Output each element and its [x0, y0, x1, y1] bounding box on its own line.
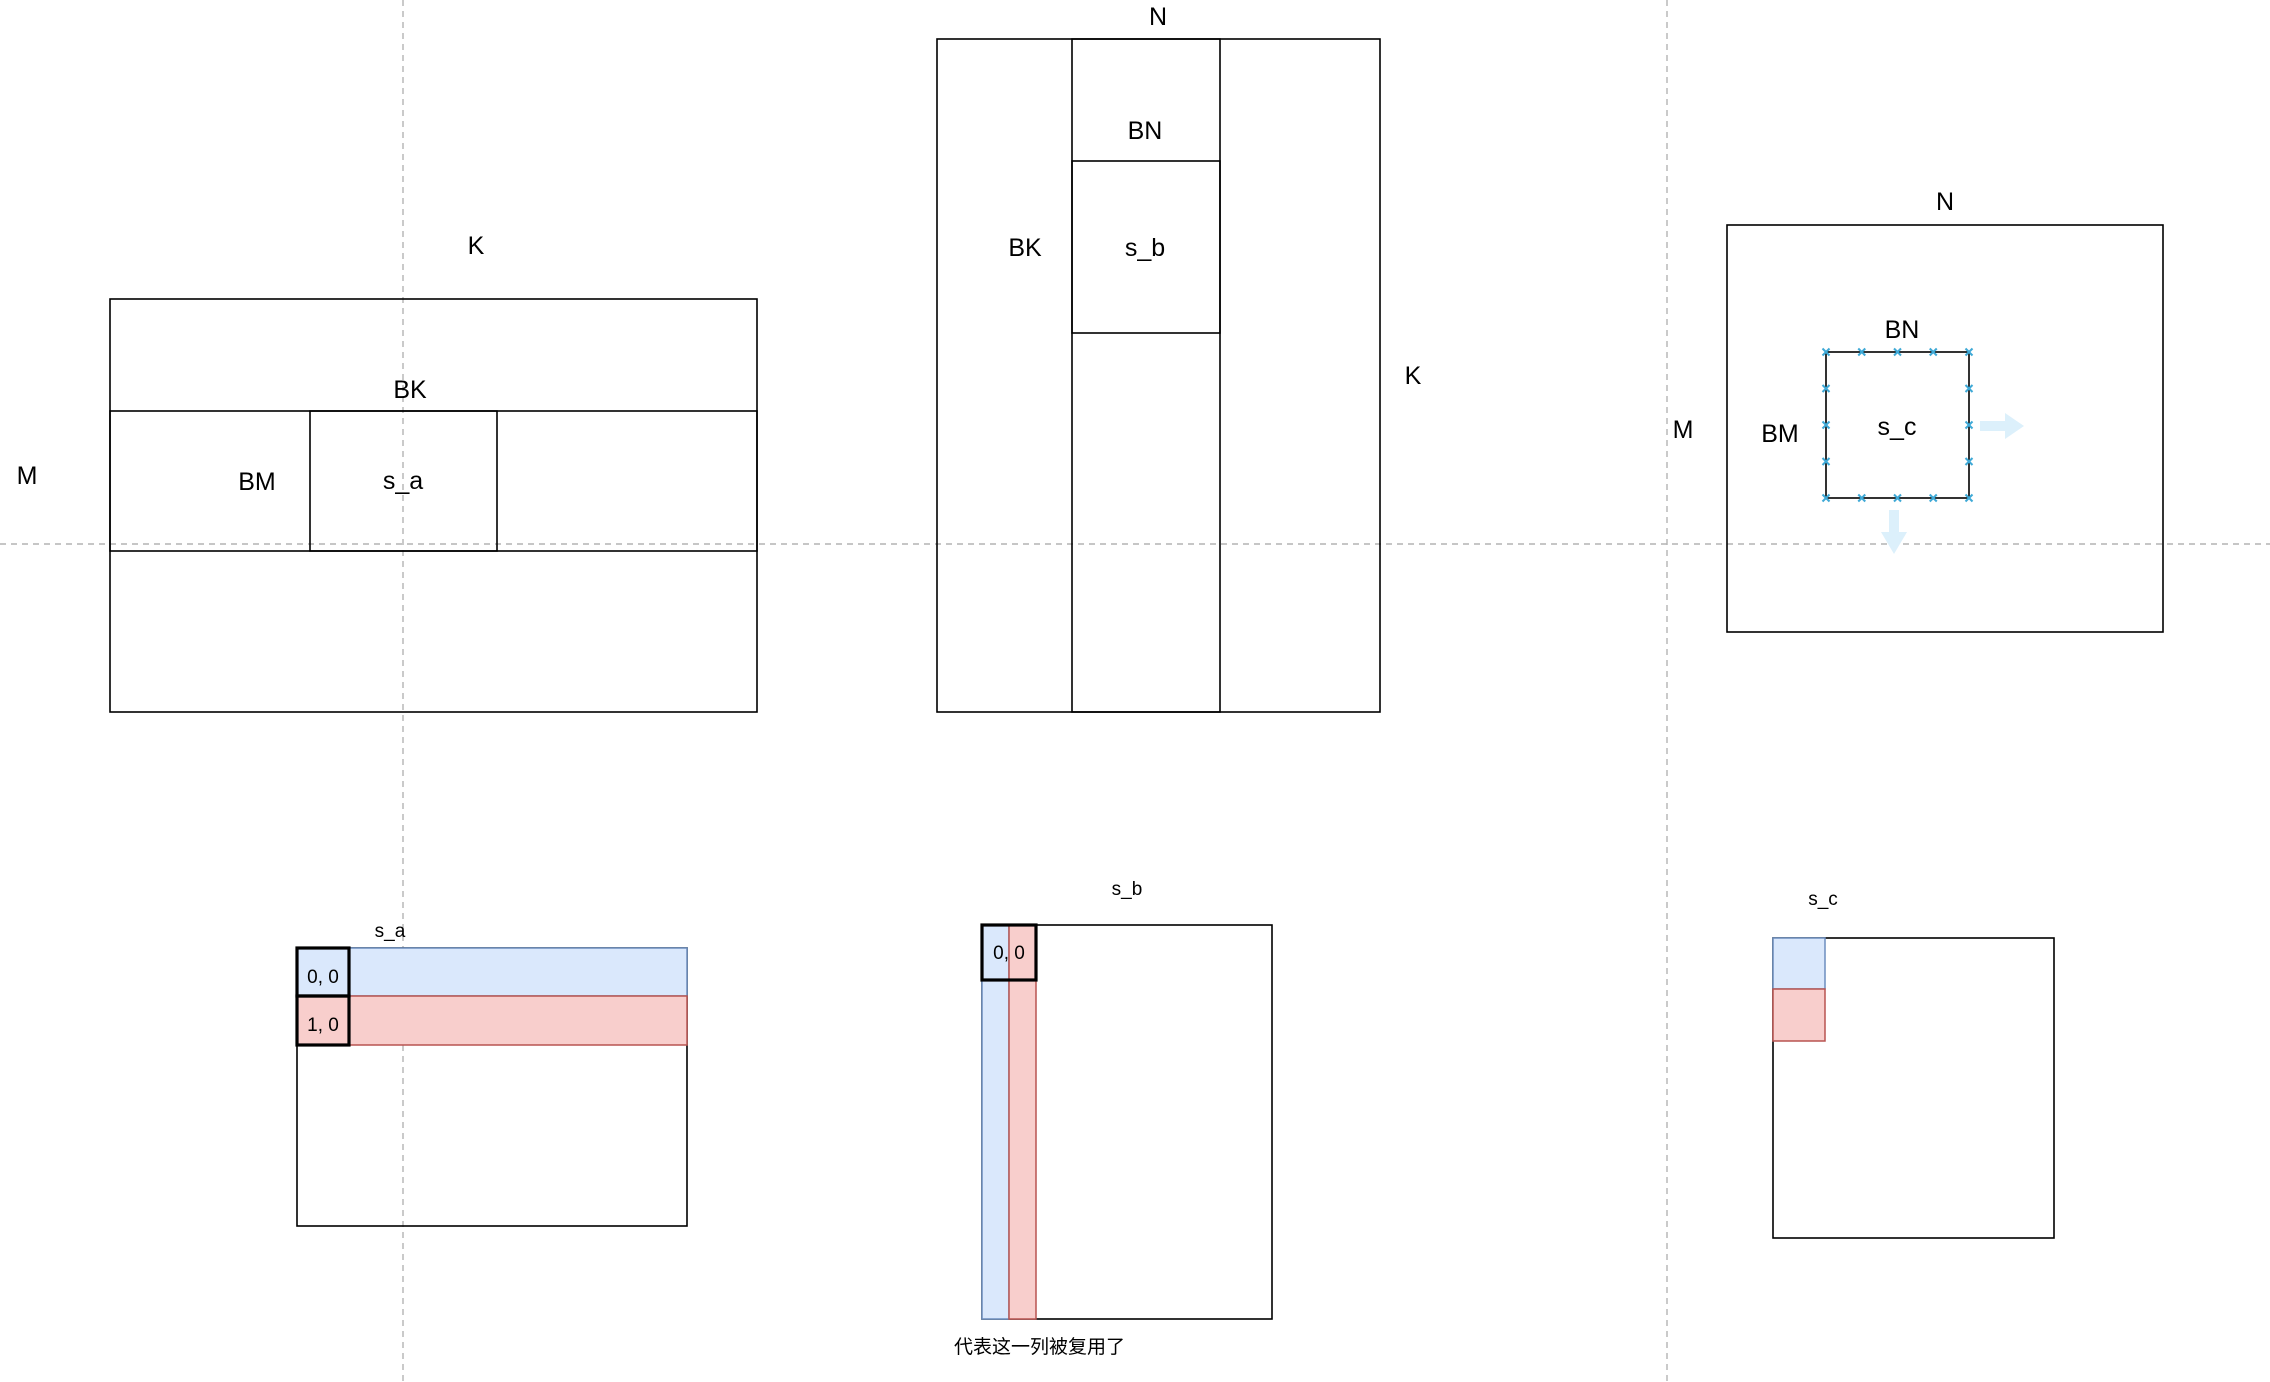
smem-a: s_a 0, 0 1, 0 [295, 921, 688, 1227]
smem-a-cell-0-0-label: 0, 0 [307, 967, 339, 988]
connection-marker-icon [1964, 420, 1974, 430]
connection-marker-icon [1821, 347, 1831, 357]
matrix-a-label-bm: BM [238, 468, 276, 496]
matrix-c-label-bn: BN [1885, 316, 1920, 344]
matrix-c-dim-n: N [1936, 188, 1954, 216]
connection-marker-icon [1821, 457, 1831, 466]
smem-a-cell-1-0 [295, 994, 351, 1047]
connection-marker-icon [1929, 493, 1938, 503]
tile-connection-markers [1821, 347, 1974, 503]
smem-c-cell-1 [1772, 988, 1826, 1042]
connection-marker-icon [1893, 347, 1902, 357]
matrix-b-col-strip [1071, 38, 1221, 713]
matrix-c: N M BN BM s_c [1673, 188, 2164, 633]
connection-marker-icon [1893, 493, 1902, 503]
matrix-a-label-bk: BK [393, 376, 427, 404]
smem-b-cell-label: 0, 0 [993, 943, 1025, 964]
matrix-b: N K BN BK s_b [936, 3, 1422, 713]
matrix-a-outline [109, 298, 758, 713]
arrow-down-icon [1881, 510, 1907, 554]
smem-a-cell-1-0-label: 1, 0 [307, 1015, 339, 1036]
smem-b-col-0 [981, 924, 1010, 1320]
matrix-b-label-bk: BK [1008, 234, 1042, 262]
matrix-b-tile-label: s_b [1125, 234, 1165, 262]
connection-marker-icon [1929, 347, 1938, 357]
matrix-a-tile [309, 410, 498, 552]
connection-marker-icon [1821, 384, 1831, 393]
matrix-a: K M BK BM s_a [17, 232, 758, 713]
smem-b: s_b 0, 0 代表这一列被复用了 [954, 879, 1273, 1358]
matrix-b-tile [1071, 160, 1221, 334]
matrix-b-dim-k: K [1405, 362, 1422, 390]
matrix-a-dim-k: K [468, 232, 485, 260]
smem-b-col-1 [1008, 924, 1037, 1320]
matrix-a-tile-label: s_a [383, 467, 423, 495]
smem-c-outline [1772, 937, 2055, 1239]
connection-marker-icon [1821, 420, 1831, 430]
matrix-b-dim-n: N [1149, 3, 1167, 31]
connection-marker-icon [1964, 347, 1974, 357]
smem-c-title: s_c [1808, 889, 1838, 910]
matrix-c-outline [1726, 224, 2164, 633]
matrix-c-label-bm: BM [1761, 420, 1799, 448]
smem-c-cell-0 [1772, 937, 1826, 990]
smem-b-caption: 代表这一列被复用了 [954, 1336, 1125, 1358]
connection-marker-icon [1964, 457, 1974, 466]
arrow-right-icon [1980, 413, 2024, 439]
smem-a-row-0 [296, 947, 688, 997]
matrix-a-row-strip [109, 410, 758, 552]
connection-marker-icon [1964, 384, 1974, 393]
smem-c: s_c [1772, 889, 2055, 1239]
matrix-c-dim-m: M [1673, 416, 1694, 444]
smem-b-title: s_b [1112, 879, 1143, 900]
smem-b-cell-0-0 [980, 923, 1038, 982]
connection-marker-icon [1964, 493, 1974, 503]
connection-marker-icon [1857, 493, 1866, 503]
matrix-c-tile-label: s_c [1878, 413, 1917, 441]
connection-marker-icon [1857, 347, 1866, 357]
connection-marker-icon [1821, 493, 1831, 503]
smem-a-row-1 [296, 995, 688, 1046]
matrix-a-dim-m: M [17, 462, 38, 490]
smem-a-title: s_a [375, 921, 406, 942]
matrix-b-label-bn: BN [1128, 117, 1163, 145]
